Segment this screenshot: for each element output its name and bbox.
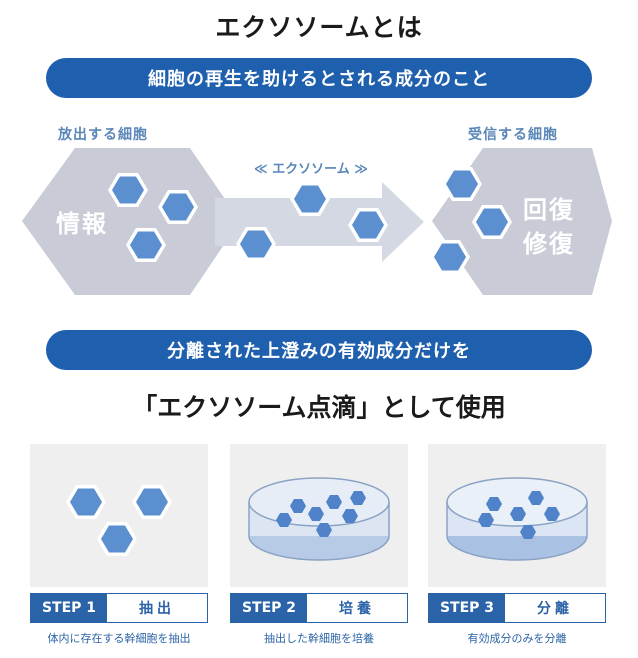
cell-icon xyxy=(66,485,106,519)
petri-dish-culture-illustration xyxy=(248,477,390,561)
step1-tag: STEP 1 xyxy=(31,594,107,622)
banner-supernatant: 分離された上澄みの有効成分だけを xyxy=(46,330,592,370)
cell-icon xyxy=(97,522,137,556)
recovery-text: 回復 xyxy=(523,196,575,224)
step3-tag: STEP 3 xyxy=(429,594,505,622)
step2-header: STEP 2 培養 xyxy=(230,593,408,623)
step2-tag: STEP 2 xyxy=(231,594,307,622)
step1-panel xyxy=(30,444,208,587)
step1-caption: 体内に存在する幹細胞を抽出 xyxy=(47,632,191,645)
step1-name: 抽出 xyxy=(107,594,207,622)
sender-cell-hexagon xyxy=(22,148,240,295)
step3-panel xyxy=(428,444,606,587)
repair-text: 修復 xyxy=(523,230,575,258)
cell-icon xyxy=(510,507,526,521)
step3-header: STEP 3 分離 xyxy=(428,593,606,623)
cell-icon xyxy=(276,513,292,527)
cell-icon xyxy=(350,491,366,505)
cell-icon xyxy=(528,491,544,505)
cell-icon xyxy=(326,495,342,509)
cell-icon xyxy=(520,525,536,539)
cell-icon xyxy=(486,497,502,511)
cell-icon xyxy=(478,513,494,527)
info-text: 情報 xyxy=(56,210,108,238)
petri-dish-separation-illustration xyxy=(446,477,588,561)
stem-cells-illustration xyxy=(66,485,172,556)
step3-name: 分離 xyxy=(505,594,605,622)
usage-heading: 「エクソソーム点滴」として使用 xyxy=(132,393,506,422)
receiver-cell-label: 受信する細胞 xyxy=(468,127,558,143)
step2-caption: 抽出した幹細胞を培養 xyxy=(264,632,374,645)
step2-name: 培養 xyxy=(307,594,407,622)
sender-cell-label: 放出する細胞 xyxy=(58,127,148,143)
cell-icon xyxy=(308,507,324,521)
exosome-label: ≪ エクソソーム ≫ xyxy=(254,162,368,177)
cell-icon xyxy=(316,523,332,537)
step3-caption: 有効成分のみを分離 xyxy=(467,632,567,645)
cell-icon xyxy=(544,507,560,521)
banner-definition: 細胞の再生を助けるとされる成分のこと xyxy=(46,58,592,98)
cell-icon xyxy=(290,499,306,513)
step1-header: STEP 1 抽出 xyxy=(30,593,208,623)
page-title: エクソソームとは xyxy=(215,13,423,42)
step2-panel xyxy=(230,444,408,587)
cell-icon xyxy=(342,509,358,523)
cell-icon xyxy=(132,485,172,519)
exosome-diagram xyxy=(22,148,612,295)
